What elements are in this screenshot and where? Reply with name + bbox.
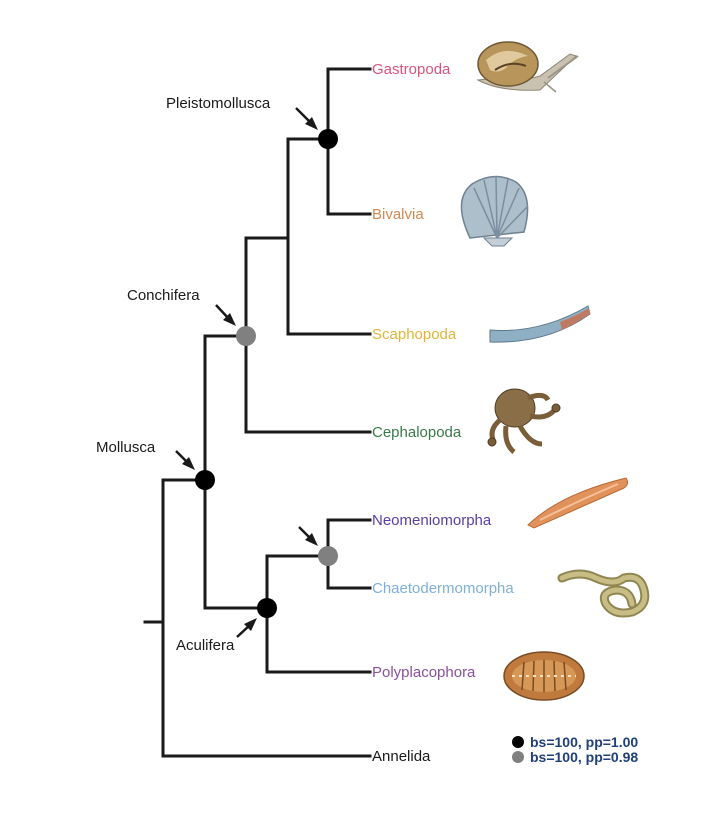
tusk-shell-icon <box>489 305 591 343</box>
legend-marker-strong <box>512 736 524 748</box>
coiled-worm-icon <box>557 569 650 618</box>
neomenia-worm-icon <box>527 477 629 529</box>
clade-label-conchifera: Conchifera <box>127 287 200 304</box>
arrow-conchifera <box>215 304 236 326</box>
clade-label-aculifera: Aculifera <box>176 637 235 654</box>
taxon-labels: Gastropoda Bivalvia Scaphopoda Cephalopo… <box>372 61 514 765</box>
taxon-label-scaphopoda: Scaphopoda <box>372 326 457 343</box>
snail-icon <box>476 41 579 93</box>
node-pleistomollusca <box>318 129 338 149</box>
legend-label-medium: bs=100, pp=0.98 <box>530 749 638 765</box>
taxon-label-annelida: Annelida <box>372 748 431 765</box>
arrow-mollusca <box>175 450 195 470</box>
arrow-aculifera <box>236 618 257 638</box>
taxon-label-chaetodermomorpha: Chaetodermomorpha <box>372 580 514 597</box>
taxon-label-neomeniomorpha: Neomeniomorpha <box>372 512 492 529</box>
octopus-icon <box>487 388 561 454</box>
node-aplacophora <box>318 546 338 566</box>
support-legend: bs=100, pp=1.00 bs=100, pp=0.98 <box>512 734 638 765</box>
node-conchifera <box>236 326 256 346</box>
taxon-label-gastropoda: Gastropoda <box>372 61 451 78</box>
clade-label-mollusca: Mollusca <box>96 439 156 456</box>
node-mollusca <box>195 470 215 490</box>
legend-marker-medium <box>512 751 524 763</box>
legend-label-strong: bs=100, pp=1.00 <box>530 734 638 750</box>
taxon-label-bivalvia: Bivalvia <box>372 206 424 223</box>
chiton-icon <box>503 651 585 701</box>
node-arrows <box>175 107 318 638</box>
taxon-label-polyplacophora: Polyplacophora <box>372 664 476 681</box>
clade-label-pleistomollusca: Pleistomollusca <box>166 95 271 112</box>
arrow-pleistomollusca <box>295 107 318 130</box>
arrow-aplacophora <box>298 526 318 546</box>
scallop-shell-icon <box>460 175 529 247</box>
node-aculifera <box>257 598 277 618</box>
taxon-label-cephalopoda: Cephalopoda <box>372 424 462 441</box>
